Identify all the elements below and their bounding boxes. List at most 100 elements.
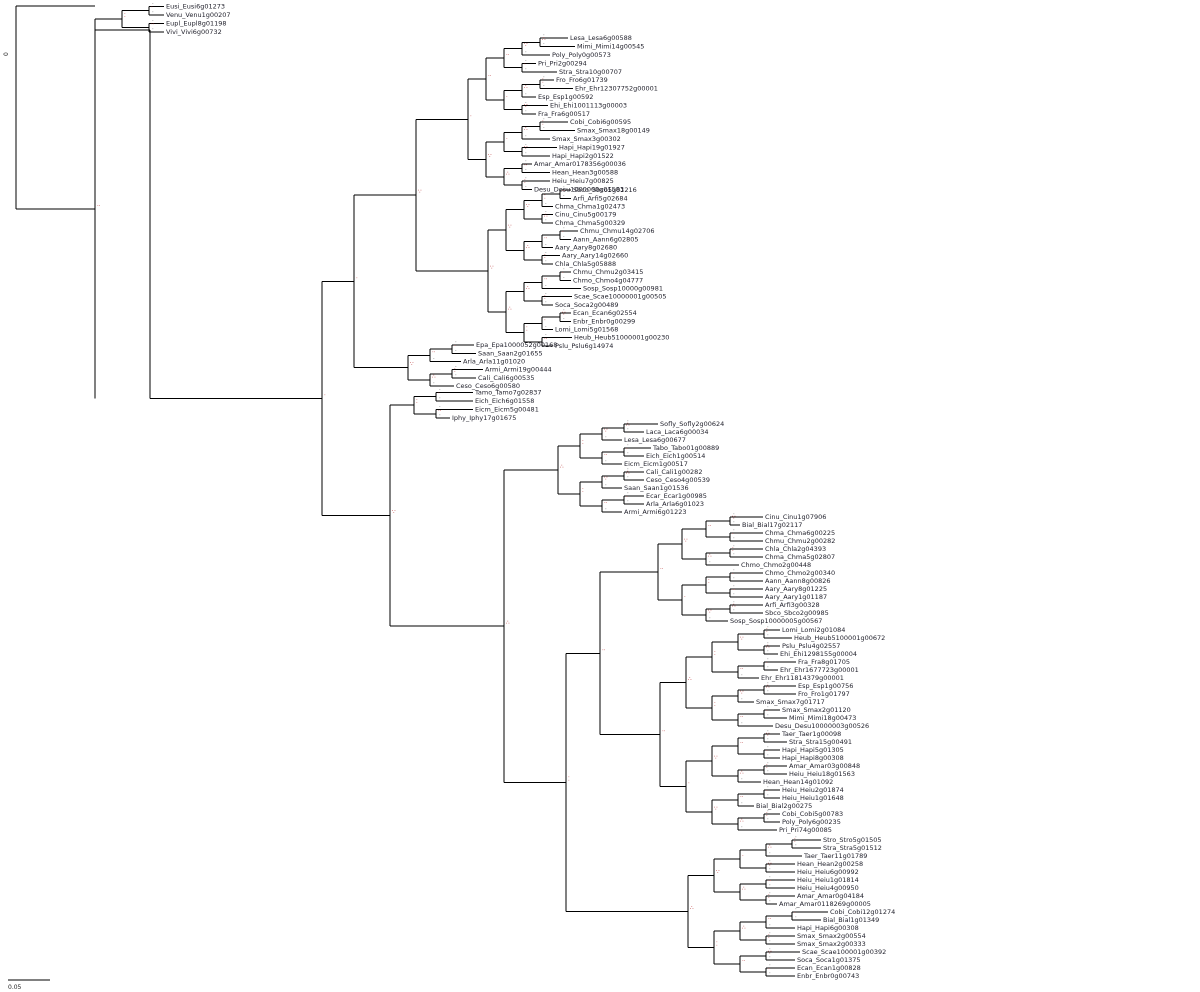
tip-label: Eich_Eich6g01558 bbox=[475, 397, 534, 405]
tip-label: Lomi_Lomi2g01084 bbox=[782, 626, 845, 634]
tip-label: Scae_Scae100001g00392 bbox=[802, 948, 886, 956]
support-mark: ⁚ bbox=[544, 254, 546, 260]
support-mark: · bbox=[525, 58, 527, 64]
tip-label: Scae_Scae10000001g00505 bbox=[574, 293, 667, 301]
tip-label: Ehi_Ehi1298155g00004 bbox=[780, 650, 857, 658]
support-mark: · bbox=[769, 963, 771, 969]
support-mark: ∵ bbox=[562, 311, 566, 317]
support-mark: · bbox=[769, 923, 771, 929]
support-mark: · bbox=[767, 665, 769, 671]
tip-label: Ecan_Ecan6g02554 bbox=[573, 309, 637, 317]
support-mark: · bbox=[545, 324, 547, 330]
tip-label: Vivi_Vivi6g00732 bbox=[166, 28, 222, 36]
tip-label: Poly_Poly6g00235 bbox=[782, 818, 841, 826]
support-mark: ∵ bbox=[490, 265, 494, 271]
support-mark: ∵ bbox=[418, 189, 422, 195]
tip-label: Smax_Smax2g01120 bbox=[782, 706, 851, 714]
support-mark: · bbox=[545, 340, 547, 346]
support-mark: · bbox=[767, 753, 769, 759]
tip-label: Heiu_Heiu2g01874 bbox=[782, 786, 844, 794]
support-mark: ∴ bbox=[524, 85, 528, 91]
support-mark: · bbox=[769, 851, 771, 857]
tip-label: Ecar_Ecar1g00985 bbox=[646, 492, 707, 500]
support-mark: · bbox=[709, 560, 711, 566]
support-mark: · bbox=[741, 801, 743, 807]
support-mark: · bbox=[768, 966, 770, 972]
tip-label: Sosp_Sosp10000005g00567 bbox=[730, 617, 822, 625]
support-mark: · bbox=[769, 939, 771, 945]
support-mark: · bbox=[769, 891, 771, 897]
support-mark: · bbox=[733, 568, 735, 574]
tip-label: Eupl_Eupl8g01198 bbox=[166, 19, 227, 27]
support-mark: ∴ bbox=[508, 306, 512, 312]
support-mark: ⁚ bbox=[582, 440, 584, 446]
support-mark: · bbox=[545, 217, 547, 223]
support-mark: · bbox=[741, 825, 743, 831]
support-mark: · bbox=[525, 66, 527, 72]
tip-label: Ehr_Ehr11814379g00001 bbox=[761, 674, 844, 682]
tip-label: Arfi_Arfi5g02684 bbox=[573, 194, 628, 202]
support-mark: ⁚ bbox=[454, 368, 456, 374]
tip-label: Eicm_Eicm1g00517 bbox=[624, 460, 688, 468]
tip-label: Pri_Pri74g00085 bbox=[779, 826, 832, 834]
tip-label: Tabo_Tabo01g00889 bbox=[652, 444, 719, 452]
support-mark: · bbox=[627, 467, 629, 473]
tip-label: Heiu_Heiu1g01814 bbox=[797, 876, 859, 884]
support-mark: ·· bbox=[488, 73, 492, 79]
support-mark: · bbox=[605, 507, 607, 513]
support-mark: · bbox=[544, 317, 546, 323]
support-mark: · bbox=[562, 270, 564, 276]
support-mark: · bbox=[767, 633, 769, 639]
tip-label: Bial_Bial1g01349 bbox=[823, 916, 879, 924]
support-mark: · bbox=[525, 142, 527, 148]
support-mark: · bbox=[741, 721, 743, 727]
support-mark: · bbox=[455, 372, 457, 378]
tip-label: Smax_Smax2g00333 bbox=[797, 940, 866, 948]
support-mark: · bbox=[767, 649, 769, 655]
support-mark: ∴ bbox=[766, 684, 770, 690]
tip-label: Hean_Hean2g00258 bbox=[797, 860, 863, 868]
support-mark: ∴ bbox=[742, 886, 746, 892]
support-mark: · bbox=[767, 785, 769, 791]
tip-label: Cinu_Cinu1g07906 bbox=[765, 513, 826, 521]
support-mark: · bbox=[356, 275, 358, 281]
tip-label: Venu_Venu1g00207 bbox=[166, 11, 231, 19]
tip-label: Fro_Fro1g01797 bbox=[798, 690, 850, 698]
support-mark: · bbox=[439, 413, 441, 419]
tip-label: Sosp_Sosp10000g00981 bbox=[583, 285, 663, 293]
tip-label: Pslu_Pslu6g14974 bbox=[555, 342, 613, 350]
support-mark: · bbox=[627, 443, 629, 449]
tip-label: Eicm_Eicm5g00481 bbox=[475, 406, 539, 414]
support-mark: · bbox=[733, 592, 735, 598]
support-mark: ∵ bbox=[684, 538, 688, 544]
support-mark: · bbox=[525, 184, 527, 190]
support-mark: ∴ bbox=[526, 286, 530, 292]
tip-label: Aann_Aann8g00826 bbox=[765, 577, 831, 585]
support-mark: ⁚ bbox=[708, 579, 710, 585]
support-mark: ∵ bbox=[732, 515, 736, 521]
support-mark: · bbox=[525, 92, 527, 98]
support-mark: ∵ bbox=[768, 950, 772, 956]
support-mark: ∵ bbox=[488, 153, 492, 159]
tip-label: Hapi_Hapi5g01305 bbox=[782, 746, 844, 754]
support-mark: ∵ bbox=[410, 362, 414, 368]
support-mark: · bbox=[769, 875, 771, 881]
support-mark: · bbox=[767, 745, 769, 751]
tip-label: Chmu_Chmu2g00282 bbox=[765, 537, 835, 545]
tip-label: Aann_Aann6g02805 bbox=[573, 235, 639, 243]
support-mark: · bbox=[626, 446, 628, 452]
tip-label: Cali_Cali1g00282 bbox=[646, 468, 702, 476]
support-mark: · bbox=[732, 531, 734, 537]
tip-label: Heiu_Heiu4g00950 bbox=[797, 884, 859, 892]
support-mark: ·· bbox=[151, 22, 155, 28]
support-mark: · bbox=[455, 348, 457, 354]
tree-branches bbox=[15, 5, 828, 977]
support-mark: · bbox=[525, 150, 527, 156]
support-mark: · bbox=[767, 793, 769, 799]
support-mark: · bbox=[795, 843, 797, 849]
support-mark: · bbox=[795, 915, 797, 921]
tip-label: Cali_Cali6g00535 bbox=[478, 374, 534, 382]
support-mark: · bbox=[733, 608, 735, 614]
tip-label: Heub_Heub51000001g00230 bbox=[574, 334, 669, 342]
support-mark: · bbox=[525, 167, 527, 173]
